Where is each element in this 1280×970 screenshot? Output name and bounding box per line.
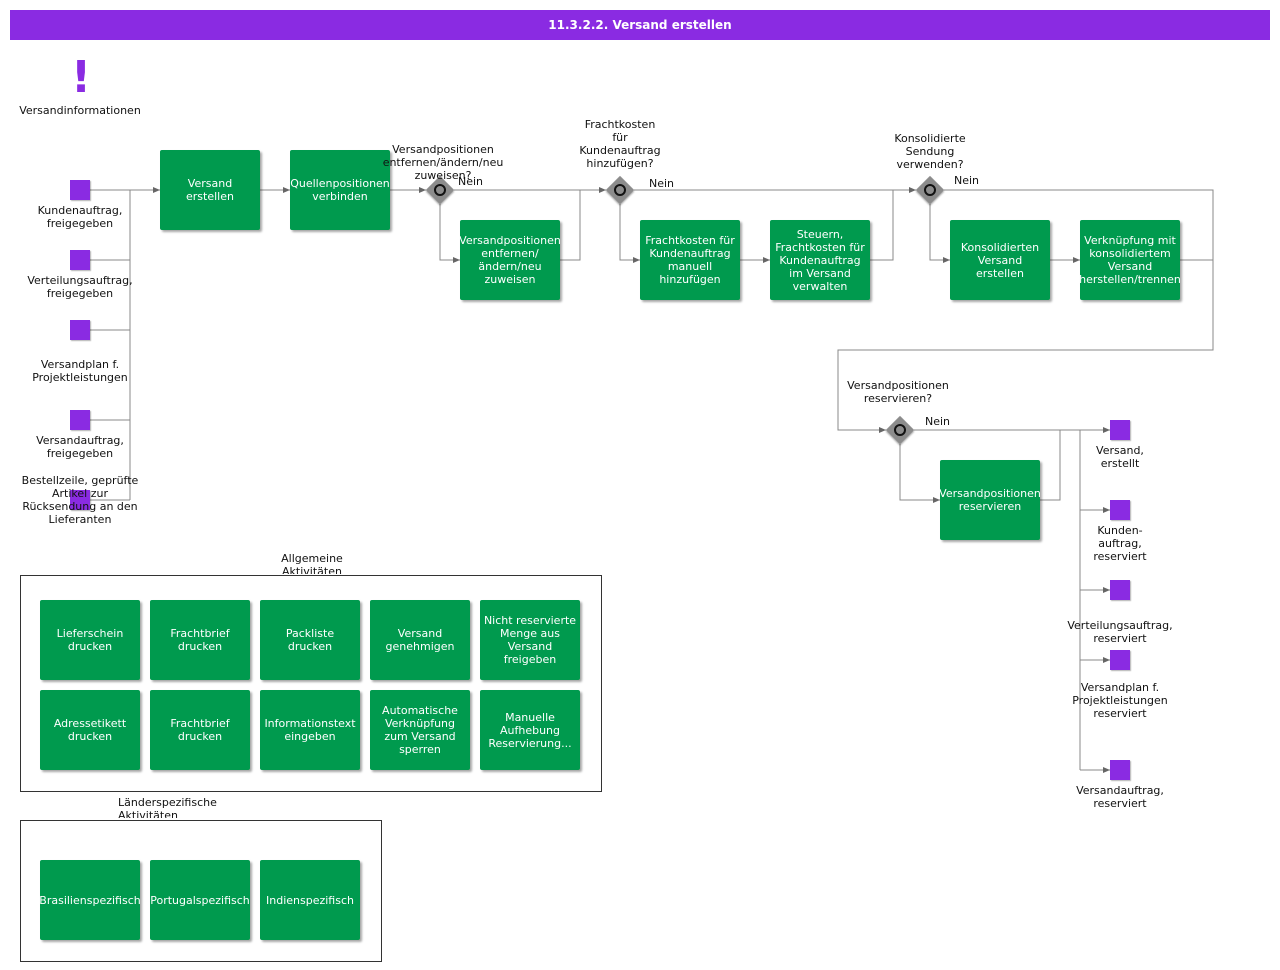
gateway-3-question: Konsolidierte Sendung verwenden? xyxy=(894,132,966,171)
general-activities-container xyxy=(20,575,602,792)
output-label-versandauftrag-reserviert: Versandauftrag, reserviert xyxy=(1076,784,1164,810)
gateway-4-ring-icon xyxy=(894,424,906,436)
general-activities-title: Allgemeine Aktivitäten xyxy=(281,552,343,574)
general-activity-packliste[interactable]: Packliste drucken xyxy=(260,600,360,680)
input-event-versandplan[interactable] xyxy=(70,320,90,340)
input-label-kundenauftrag: Kundenauftrag, freigegeben xyxy=(37,204,123,230)
input-event-kundenauftrag[interactable] xyxy=(70,180,90,200)
activity-konsolidierten-versand[interactable]: Konsolidierten Versand erstellen xyxy=(950,220,1050,300)
output-event-verteilungsauftrag-reserviert[interactable] xyxy=(1110,580,1130,600)
output-event-versandauftrag-reserviert[interactable] xyxy=(1110,760,1130,780)
general-activity-lieferschein[interactable]: Lieferschein drucken xyxy=(40,600,140,680)
output-event-kundenauftrag-reserviert[interactable] xyxy=(1110,500,1130,520)
activity-versandpositionen-reservieren[interactable]: Versandpositionen reservieren xyxy=(940,460,1040,540)
country-activities-container xyxy=(20,820,382,962)
gateway-3-no-label: Nein xyxy=(954,174,980,187)
output-event-versand-erstellt[interactable] xyxy=(1110,420,1130,440)
general-activity-adressetikett[interactable]: Adressetikett drucken xyxy=(40,690,140,770)
activity-versandpositionen-aendern[interactable]: Versandpositionen entfernen/ändern/neu z… xyxy=(460,220,560,300)
gateway-4-no-label: Nein xyxy=(925,415,951,428)
gateway-3-ring-icon xyxy=(924,184,936,196)
exclamation-icon: ! xyxy=(71,52,92,103)
input-label-bestellzeile: Bestellzeile, geprüfte Artikel zur Rücks… xyxy=(21,474,139,526)
output-label-kundenauftrag-reserviert: Kunden- auftrag, reserviert xyxy=(1093,524,1147,563)
general-activity-nicht-reservierte-menge[interactable]: Nicht reservierte Menge aus Versand frei… xyxy=(480,600,580,680)
country-activity-brasilien[interactable]: Brasilienspezifisch xyxy=(40,860,140,940)
input-label-versandplan: Versandplan f. Projektleistungen xyxy=(32,358,128,384)
gateway-2-no-label: Nein xyxy=(649,177,675,190)
country-activity-portugal[interactable]: Portugalspezifisch xyxy=(150,860,250,940)
general-activity-informationstext[interactable]: Informationstext eingeben xyxy=(260,690,360,770)
input-event-versandauftrag[interactable] xyxy=(70,410,90,430)
activity-frachtkosten-manuell[interactable]: Frachtkosten für Kundenauftrag manuell h… xyxy=(640,220,740,300)
info-label: Versandinformationen xyxy=(19,104,141,117)
output-event-versandplan-reserviert[interactable] xyxy=(1110,650,1130,670)
country-activity-indien[interactable]: Indienspezifisch xyxy=(260,860,360,940)
input-label-verteilungsauftrag: Verteilungsauftrag, freigegeben xyxy=(27,274,133,300)
general-activity-automatische-verknuepfung[interactable]: Automatische Verknüpfung zum Versand spe… xyxy=(370,690,470,770)
activity-steuern-frachtkosten[interactable]: Steuern, Frachtkosten für Kundenauftrag … xyxy=(770,220,870,300)
country-activities-title: Länderspezifische Aktivitäten xyxy=(118,796,217,818)
gateway-1-no-label: Nein xyxy=(458,175,484,188)
output-label-versandplan-reserviert: Versandplan f. Projektleistungen reservi… xyxy=(1072,681,1168,720)
activity-verknuepfung-konsolidiert[interactable]: Verknüpfung mit konsolidiertem Versand h… xyxy=(1080,220,1180,300)
gateway-1-question: Versandpositionen entfernen/ändern/neu z… xyxy=(382,143,504,182)
input-event-bestellzeile[interactable] xyxy=(70,490,90,510)
general-activity-manuelle-aufhebung[interactable]: Manuelle Aufhebung Reservierung... xyxy=(480,690,580,770)
input-label-versandauftrag: Versandauftrag, freigegeben xyxy=(36,434,124,460)
activity-versand-erstellen[interactable]: Versand erstellen xyxy=(160,150,260,230)
general-activity-frachtbrief-1[interactable]: Frachtbrief drucken xyxy=(150,600,250,680)
activity-quellenpositionen-verbinden[interactable]: Quellenpositionen verbinden xyxy=(290,150,390,230)
gateway-2-question: Frachtkosten für Kundenauftrag hinzufüge… xyxy=(579,118,661,170)
gateway-4-question: Versandpositionen reservieren? xyxy=(847,379,949,405)
output-label-verteilungsauftrag-reserviert: Verteilungsauftrag, reserviert xyxy=(1067,619,1173,645)
gateway-2-ring-icon xyxy=(614,184,626,196)
page-title: 11.3.2.2. Versand erstellen xyxy=(10,10,1270,40)
general-activity-versand-genehmigen[interactable]: Versand genehmigen xyxy=(370,600,470,680)
general-activity-frachtbrief-2[interactable]: Frachtbrief drucken xyxy=(150,690,250,770)
gateway-1-ring-icon xyxy=(434,184,446,196)
output-label-versand-erstellt: Versand, erstellt xyxy=(1096,444,1144,470)
input-event-verteilungsauftrag[interactable] xyxy=(70,250,90,270)
